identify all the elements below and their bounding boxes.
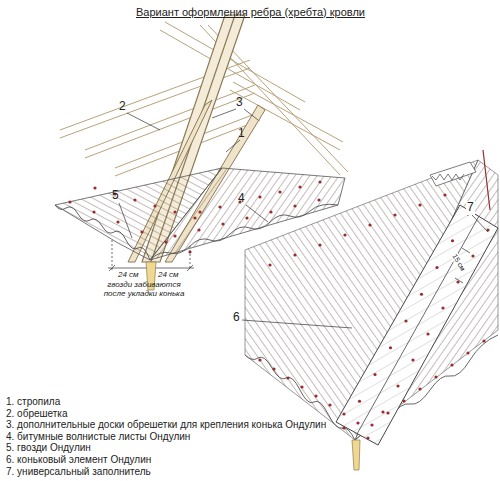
nail: [286, 376, 289, 379]
nail: [404, 319, 407, 322]
nail: [258, 358, 261, 361]
nail: [396, 384, 399, 387]
nail: [153, 204, 156, 207]
callout-number: 3: [236, 96, 243, 110]
ridge-stub-right: [352, 440, 360, 470]
nail: [343, 233, 346, 236]
callout-number: 6: [232, 311, 241, 325]
nail: [450, 363, 453, 366]
callout-number: 4: [238, 192, 245, 206]
nail: [68, 200, 71, 203]
legend-line: 6. коньковый элемент Ондулин: [6, 454, 151, 466]
callout-number: 5: [112, 189, 119, 203]
nail: [402, 399, 405, 402]
nail: [342, 412, 345, 415]
nail: [451, 239, 454, 242]
nail: [258, 195, 261, 198]
nail: [328, 403, 331, 406]
ridge-element: [336, 150, 498, 445]
nail: [268, 263, 271, 266]
nail: [482, 339, 485, 342]
nail: [218, 205, 221, 208]
nail: [366, 436, 369, 439]
note: гвозди забиваются после укладки конька: [96, 280, 192, 298]
nail: [411, 358, 414, 361]
leader-lines: [119, 109, 268, 238]
nail: [92, 210, 95, 213]
nail: [198, 210, 201, 213]
nail: [173, 234, 176, 237]
nail: [393, 213, 396, 216]
nail: [245, 216, 248, 219]
callout-number: 7: [466, 201, 475, 215]
callout-number: 1: [238, 127, 245, 141]
filler: [430, 162, 476, 186]
dimension: 24 см: [158, 270, 179, 279]
nail: [133, 198, 136, 201]
nail: [317, 198, 320, 201]
nail: [318, 180, 321, 183]
nail: [140, 230, 143, 233]
nail: [314, 394, 317, 397]
nail: [221, 222, 224, 225]
nail: [386, 411, 389, 414]
nail: [389, 346, 392, 349]
leader-lines-right: [242, 215, 488, 328]
nail: [93, 186, 96, 189]
nail: [356, 421, 359, 424]
nail: [197, 228, 200, 231]
nail: [420, 293, 423, 296]
nail: [466, 351, 469, 354]
nail: [418, 203, 421, 206]
nail: [426, 332, 429, 335]
nail: [358, 400, 361, 403]
nails: [258, 193, 489, 439]
nail: [278, 190, 281, 193]
nail: [443, 193, 446, 196]
legend-line: 3. дополнительные доски обрешетки для кр…: [6, 419, 326, 431]
title: Вариант оформления ребра (хребта) кровли: [136, 6, 365, 19]
dimension: 24 см: [118, 270, 139, 279]
nail: [373, 373, 376, 376]
nail: [435, 266, 438, 269]
nail: [368, 223, 371, 226]
legend-line: 4. битумные волнистые листы Ондулин: [6, 431, 190, 443]
nail: [441, 306, 444, 309]
legend-line: 2. обрешетка: [6, 408, 68, 420]
nail: [116, 220, 119, 223]
callout-number: 2: [119, 100, 126, 114]
legend-line: 7. универсальный заполнитель: [6, 466, 151, 478]
nail: [298, 185, 301, 188]
nail: [293, 253, 296, 256]
nail: [381, 410, 384, 413]
nail: [269, 210, 272, 213]
nail: [173, 210, 176, 213]
nail: [272, 367, 275, 370]
nail: [471, 254, 474, 257]
nail: [342, 426, 345, 429]
nail: [434, 375, 437, 378]
nail: [164, 240, 167, 243]
nail: [418, 387, 421, 390]
nail: [370, 423, 373, 426]
nail: [318, 243, 321, 246]
legend-line: 1. стропила: [6, 396, 60, 408]
nail: [293, 204, 296, 207]
nail: [300, 385, 303, 388]
nail: [193, 216, 196, 219]
legend-line: 5. гвозди Ондулин: [6, 442, 91, 454]
